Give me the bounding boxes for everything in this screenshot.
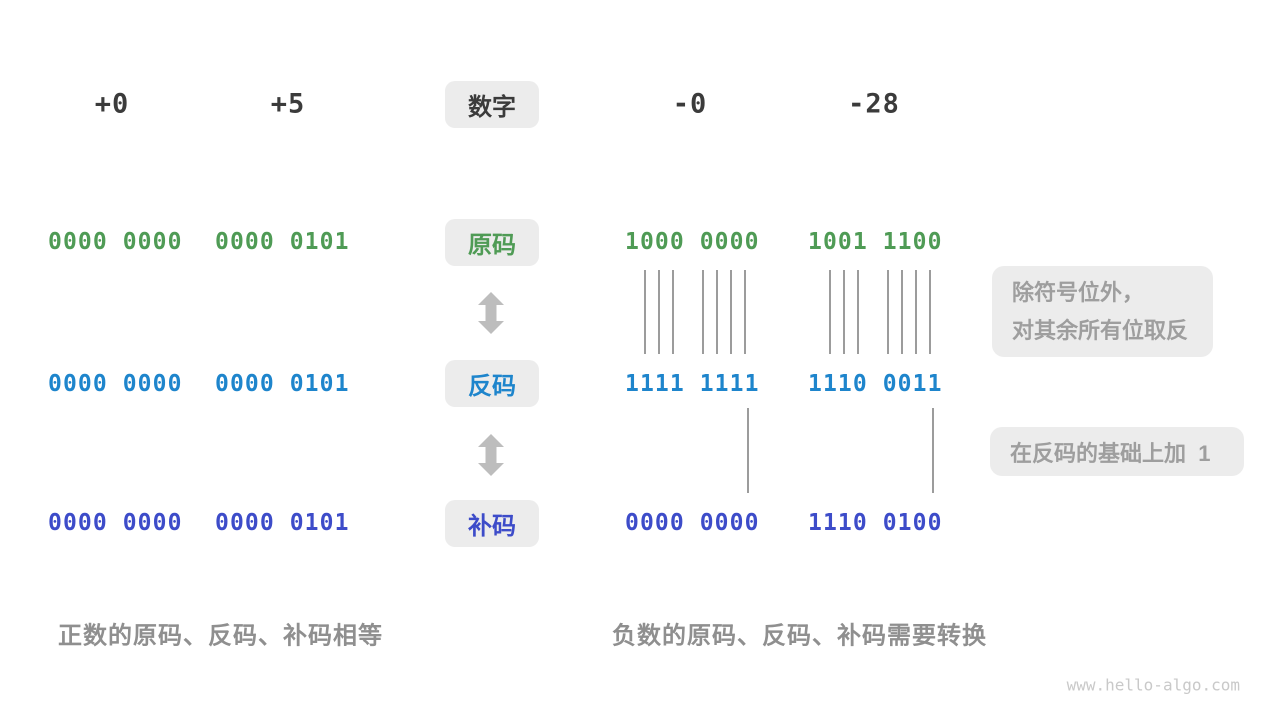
twos-complement-label-box: 补码 <box>445 500 539 547</box>
binary-value: 1110 0100 <box>808 510 943 536</box>
binary-value: 1000 0000 <box>625 229 760 255</box>
binary-value: 1111 1111 <box>625 371 760 397</box>
up-down-arrow-icon <box>478 292 504 334</box>
invert-note: 除符号位外， 对其余所有位取反 <box>992 266 1213 357</box>
header-number: -0 <box>672 88 708 120</box>
invert-note-line: 除符号位外， <box>1012 279 1145 305</box>
binary-value: 1001 1100 <box>808 229 943 255</box>
carry-line <box>932 408 934 493</box>
positive-caption: 正数的原码、反码、补码相等 <box>58 622 383 650</box>
header-number: -28 <box>848 88 900 120</box>
invert-bits-lines <box>829 270 931 354</box>
number-label-box: 数字 <box>445 81 539 128</box>
invert-note-line: 对其余所有位取反 <box>1012 317 1189 343</box>
up-down-arrow-icon <box>478 434 504 476</box>
add-one-note: 在反码的基础上加 1 <box>990 427 1244 476</box>
binary-value: 0000 0000 <box>48 371 183 397</box>
header-number: +0 <box>94 88 130 120</box>
binary-value: 0000 0101 <box>215 510 350 536</box>
binary-value: 0000 0000 <box>625 510 760 536</box>
header-number: +5 <box>270 88 306 120</box>
binary-value: 0000 0000 <box>48 510 183 536</box>
carry-line <box>747 408 749 493</box>
binary-value: 0000 0000 <box>48 229 183 255</box>
watermark: www.hello-algo.com <box>1066 675 1240 695</box>
ones-complement-label-box: 反码 <box>445 360 539 407</box>
invert-bits-lines <box>644 270 746 354</box>
add-one-note-text: 在反码的基础上加 1 <box>1010 440 1211 466</box>
negative-caption: 负数的原码、反码、补码需要转换 <box>612 622 987 650</box>
binary-value: 0000 0101 <box>215 229 350 255</box>
sign-magnitude-label-box: 原码 <box>445 219 539 266</box>
binary-value: 0000 0101 <box>215 371 350 397</box>
binary-value: 1110 0011 <box>808 371 943 397</box>
